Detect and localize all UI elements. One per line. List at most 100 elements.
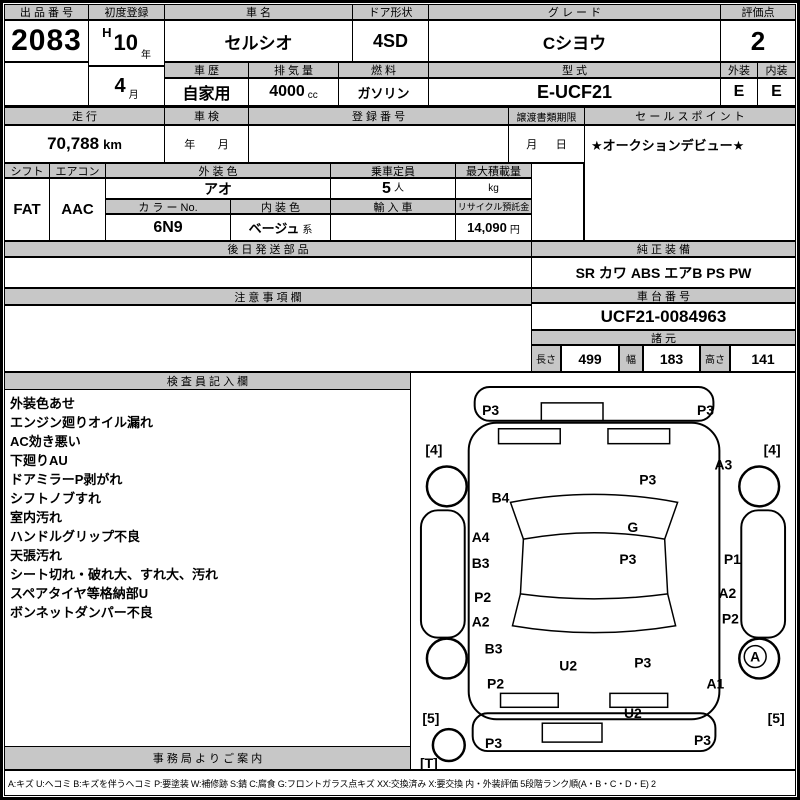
damage-marker: B3 (485, 641, 503, 657)
capacity-label: 乗車定員 (330, 163, 456, 178)
damage-marker: [4] (764, 442, 781, 458)
spare-tire (431, 727, 466, 763)
lot-number-value: 2083 (4, 20, 89, 62)
inspection-note: 下廻りAU (10, 453, 68, 468)
right-side-panel (740, 509, 787, 639)
recycle-deposit-label: リサイクル預託金 (455, 199, 532, 214)
aircon-value: AAC (49, 178, 106, 241)
left-side-panel (419, 509, 466, 639)
history-value: 自家用 (164, 78, 249, 106)
interior-color-label: 内 装 色 (230, 199, 331, 214)
rear-right-wheel (738, 637, 781, 680)
inspection-note: 外装色あせ (10, 396, 76, 411)
interior-grade-value: E (757, 78, 796, 106)
rear-window (511, 593, 677, 634)
inspector-box (4, 372, 411, 770)
inspection-month-unit: 月 (217, 139, 229, 151)
equipment-label: 純 正 装 備 (531, 241, 796, 257)
damage-marker: A2 (472, 614, 490, 630)
damage-marker: A4 (472, 529, 490, 545)
damage-marker: [4] (425, 442, 442, 458)
left-headlight (497, 427, 561, 445)
damage-marker: P2 (474, 589, 491, 605)
later-parts-label: 後 日 発 送 部 品 (4, 241, 532, 257)
windshield (509, 493, 679, 541)
chassis-number-value: UCF21-0084963 (531, 303, 796, 330)
damage-marker: P3 (619, 551, 636, 567)
rear-license-plate (541, 722, 603, 743)
capacity-unit: 人 (393, 183, 404, 194)
capacity-value: 5 人 (330, 178, 456, 199)
transfer-docs-label: 譲渡書類期限 (508, 107, 585, 125)
legend-text: A:キズ U:ヘコミ B:キズを伴うヘコミ P:要塗装 W:補修跡 S:錆 C:… (4, 770, 796, 796)
length-value: 499 (561, 345, 619, 372)
front-right-wheel (738, 465, 781, 508)
interior-grade-label: 内装 (757, 62, 796, 78)
front-license-plate (540, 402, 604, 422)
damage-marker: P2 (487, 675, 504, 691)
first-registration-value: H 10 年 (88, 20, 165, 66)
damage-marker: P3 (634, 654, 651, 670)
door-shape-value: 4SD (352, 20, 429, 62)
later-parts-value (4, 257, 532, 288)
damage-marker: P3 (694, 732, 711, 748)
displacement-unit: cc (307, 90, 318, 101)
interior-color-name: ベージュ (248, 221, 300, 236)
first-reg-year-unit: 年 (140, 50, 151, 61)
inspection-value: 年 月 (164, 125, 249, 163)
displacement-label: 排 気 量 (248, 62, 339, 78)
damage-marker: P3 (639, 471, 656, 487)
inspection-note: 室内汚れ (10, 510, 63, 525)
damage-marker: A (750, 649, 760, 665)
section-divider (4, 105, 796, 107)
damage-marker: A2 (718, 585, 736, 601)
first-reg-month: 4 (114, 74, 126, 97)
import-label: 輸 入 車 (330, 199, 456, 214)
right-taillight (609, 692, 669, 709)
transfer-day-unit: 日 (555, 139, 567, 151)
length-label: 長さ (531, 345, 561, 372)
history-label: 車 歴 (164, 62, 249, 78)
aircon-label: エアコン (49, 163, 106, 178)
rear-bumper-outline (471, 712, 717, 753)
first-registration-month: 4 月 (88, 66, 165, 106)
registration-number-value (248, 125, 509, 163)
max-load-label: 最大積載量 (455, 163, 532, 178)
inspection-note: ドアミラーP剥がれ (10, 472, 123, 487)
lot-number-label: 出 品 番 号 (4, 4, 89, 20)
door-shape-label: ドア形状 (352, 4, 429, 20)
displacement-value: 4000 cc (248, 78, 339, 106)
caution-notes-label: 注 意 事 項 欄 (4, 288, 532, 305)
recycle-fee: 14,090 (467, 220, 507, 235)
inspection-note: ボンネットダンパー不良 (10, 605, 153, 620)
roof-pillars (519, 539, 669, 594)
inspection-note: シフトノブすれ (10, 491, 102, 506)
damage-marker: G (627, 519, 638, 535)
capacity-number: 5 (382, 179, 391, 197)
exterior-color-label: 外 装 色 (105, 163, 331, 178)
mileage-label: 走 行 (4, 107, 165, 125)
left-taillight (499, 692, 559, 709)
damage-marker: U2 (624, 705, 642, 721)
fuel-value: ガソリン (338, 78, 429, 106)
score-value: 2 (720, 20, 796, 62)
color-no-label: カ ラ ー No. (105, 199, 231, 214)
damage-marker: A1 (707, 675, 725, 691)
height-label: 高さ (700, 345, 730, 372)
lot-blank-cell (4, 62, 89, 106)
first-reg-year: 10 (113, 30, 138, 55)
grade-label: グ レ ー ド (428, 4, 721, 20)
damage-marker: U2 (559, 657, 577, 673)
fuel-label: 燃 料 (338, 62, 429, 78)
damage-marker: [5] (422, 710, 439, 726)
model-code-label: 型 式 (428, 62, 721, 78)
interior-color-value: ベージュ 系 (230, 214, 331, 241)
width-value: 183 (643, 345, 700, 372)
damage-marker: P3 (485, 735, 502, 751)
exterior-color-value: アオ (105, 178, 331, 199)
front-bumper-outline (473, 385, 715, 422)
inspection-note: スペアタイヤ等格納部U (10, 586, 149, 601)
